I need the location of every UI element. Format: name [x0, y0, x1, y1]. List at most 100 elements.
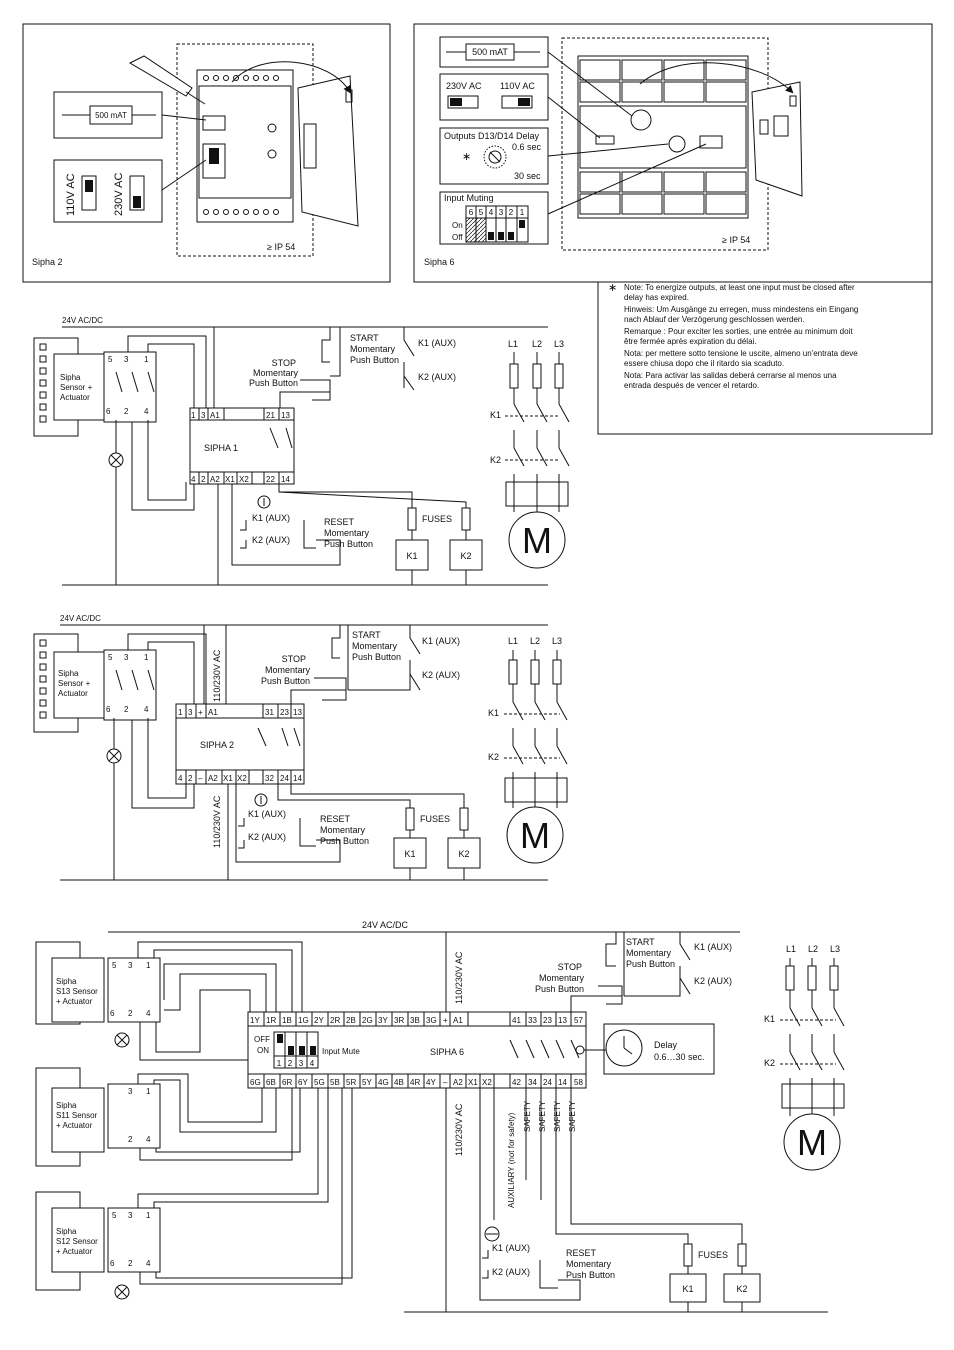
svg-text:6: 6 [110, 1259, 115, 1268]
svg-text:1: 1 [144, 653, 149, 662]
k2-aux-label-lower: K2 (AUX) [492, 1267, 530, 1277]
relay-label: SIPHA 1 [204, 443, 238, 453]
note-box: ∗ Note: To energize outputs, at least on… [597, 282, 933, 435]
muting-dip-switch[interactable] [465, 205, 529, 243]
svg-text:L3: L3 [554, 339, 564, 349]
k1-aux-label-lower: K1 (AUX) [492, 1243, 530, 1253]
start-label: START [626, 937, 655, 947]
note-asterisk: ∗ [608, 282, 617, 294]
svg-text:58: 58 [574, 1078, 583, 1087]
svg-text:2: 2 [188, 774, 193, 783]
svg-text:2: 2 [128, 1135, 133, 1144]
svg-text:3: 3 [128, 1087, 133, 1096]
svg-text:K1: K1 [406, 551, 417, 561]
svg-text:6Y: 6Y [298, 1078, 308, 1087]
svg-text:3: 3 [188, 708, 193, 717]
ac-label-lower: 110/230V AC [454, 1103, 464, 1156]
relay-label: SIPHA 6 [430, 1047, 464, 1057]
reset-label: RESET [566, 1248, 597, 1258]
panel-title: Sipha 6 [424, 257, 455, 267]
lamp-icon [114, 1284, 130, 1300]
svg-text:21: 21 [266, 411, 275, 420]
relay-terminals-bottom: 4 2 – A2 X1 X2 32 24 14 [178, 770, 302, 784]
svg-text:5Y: 5Y [362, 1078, 372, 1087]
svg-text:–: – [443, 1078, 448, 1087]
svg-text:S11 Sensor: S11 Sensor [56, 1111, 98, 1120]
supply-label: 24V AC/DC [60, 614, 101, 623]
svg-text:3: 3 [124, 653, 129, 662]
svg-text:L1: L1 [786, 944, 796, 954]
mute-dip-switch[interactable] [273, 1031, 319, 1069]
svg-text:1Y: 1Y [250, 1016, 260, 1025]
svg-text:Actuator: Actuator [60, 393, 90, 402]
svg-text:2: 2 [124, 705, 129, 714]
svg-text:K2: K2 [458, 849, 469, 859]
svg-text:6G: 6G [250, 1078, 261, 1087]
k1-aux-label: K1 (AUX) [418, 338, 456, 348]
svg-text:K1: K1 [682, 1284, 693, 1294]
svg-text:L3: L3 [830, 944, 840, 954]
safety-label-34: SAFETY [523, 1100, 532, 1132]
svg-text:3: 3 [201, 411, 206, 420]
relay-sipha2 [175, 703, 305, 785]
motor-icon [508, 511, 566, 569]
svg-text:4: 4 [144, 705, 149, 714]
sensor-s11: Sipha S11 Sensor + Actuator 3 1 2 4 [35, 1067, 161, 1167]
svg-text:1: 1 [520, 208, 525, 217]
svg-text:4: 4 [144, 407, 149, 416]
svg-text:K2: K2 [764, 1058, 775, 1068]
svg-text:5: 5 [112, 961, 117, 970]
delay-dial-icon[interactable] [483, 145, 507, 169]
sipha2-panel: 500 mAT 110V AC 230V AC Sipha 2 ≥ IP 54 [22, 23, 391, 283]
k1-aux-label-lower: K1 (AUX) [252, 513, 290, 523]
fuse-k2 [459, 807, 469, 831]
svg-text:14: 14 [281, 475, 290, 484]
lamp-icon [114, 1032, 130, 1048]
svg-text:4: 4 [146, 1259, 151, 1268]
svg-text:Momentary: Momentary [265, 665, 311, 675]
svg-text:Sipha: Sipha [56, 1227, 77, 1236]
svg-text:M: M [522, 520, 552, 561]
svg-text:K2: K2 [736, 1284, 747, 1294]
svg-text:6R: 6R [282, 1078, 292, 1087]
svg-text:K2: K2 [488, 752, 499, 762]
svg-text:4: 4 [146, 1009, 151, 1018]
on-label: On [452, 221, 463, 230]
on-label: ON [257, 1046, 269, 1055]
svg-text:33: 33 [528, 1016, 537, 1025]
svg-text:L3: L3 [552, 636, 562, 646]
supply-label: 24V AC/DC [62, 316, 103, 325]
svg-text:Actuator: Actuator [58, 689, 88, 698]
relay-terminals-top: 1Y 1R 1B 1G 2Y 2R 2B 2G 3Y 3R 3B 3G + A1… [250, 1012, 583, 1026]
timer-icon [254, 793, 268, 807]
svg-text:A1: A1 [210, 411, 220, 420]
svg-text:A1: A1 [208, 708, 218, 717]
svg-text:X1: X1 [468, 1078, 478, 1087]
svg-text:4: 4 [489, 208, 494, 217]
svg-text:2: 2 [128, 1009, 133, 1018]
svg-text:3: 3 [124, 355, 129, 364]
diagram-sipha6: 24V AC/DC Sipha S13 Sensor + Actuator 5 … [35, 920, 845, 1313]
sensor-s13: Sipha S13 Sensor + Actuator 5 3 1 6 2 4 [35, 941, 161, 1025]
svg-text:4: 4 [146, 1135, 151, 1144]
svg-text:2R: 2R [330, 1016, 340, 1025]
svg-text:L2: L2 [532, 339, 542, 349]
svg-text:4: 4 [191, 475, 196, 484]
svg-text:31: 31 [265, 708, 274, 717]
svg-text:3Y: 3Y [378, 1016, 388, 1025]
svg-text:Sipha: Sipha [60, 373, 81, 382]
svg-text:6B: 6B [266, 1078, 276, 1087]
svg-text:+: + [198, 708, 203, 717]
relay-terminals-top: 1 3 A1 21 13 [191, 408, 290, 420]
svg-text:1G: 1G [298, 1016, 309, 1025]
svg-text:Push Button: Push Button [352, 652, 401, 662]
svg-text:2: 2 [201, 475, 206, 484]
k1-aux-label: K1 (AUX) [694, 942, 732, 952]
svg-text:A2: A2 [208, 774, 218, 783]
module-cover [751, 81, 803, 197]
svg-text:K1: K1 [488, 708, 499, 718]
svg-text:Sensor +: Sensor + [58, 679, 91, 688]
svg-text:13: 13 [558, 1016, 567, 1025]
panel-title: Sipha 2 [32, 257, 63, 267]
svg-text:X1: X1 [223, 774, 233, 783]
